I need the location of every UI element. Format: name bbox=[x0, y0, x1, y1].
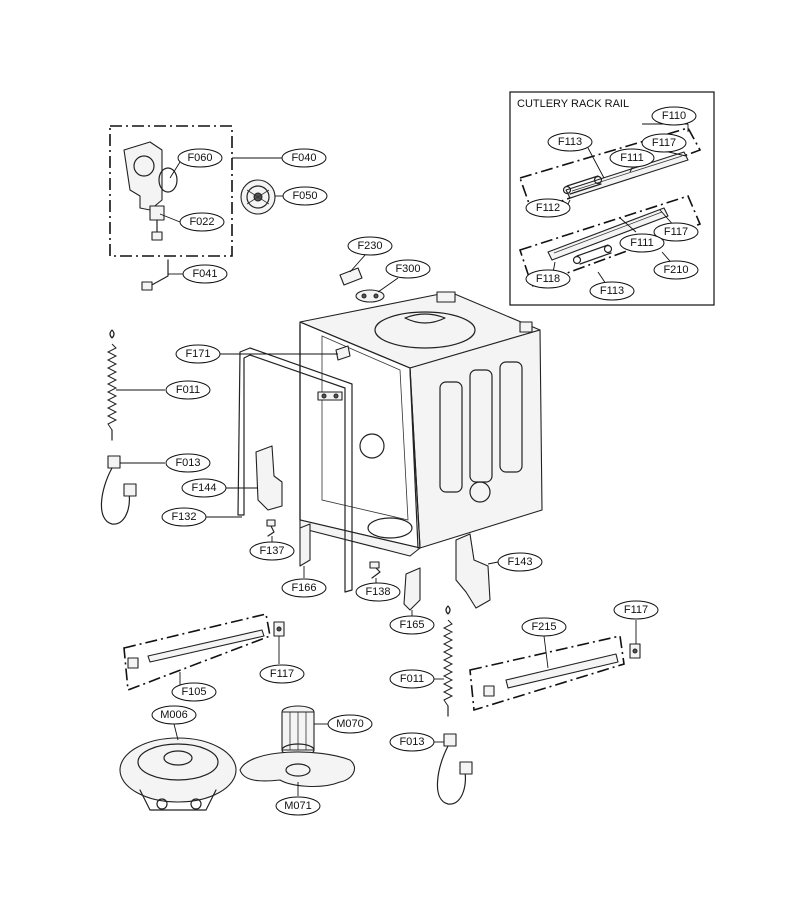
svg-text:M006: M006 bbox=[160, 709, 188, 721]
callout-M006: M006 bbox=[151, 705, 197, 725]
callout-F113-lower: F113 bbox=[589, 281, 635, 301]
callout-F111-upper: F111 bbox=[609, 148, 655, 168]
callout-M070: M070 bbox=[327, 714, 373, 734]
callout-F166: F166 bbox=[281, 578, 327, 598]
top-latch-parts bbox=[339, 267, 385, 303]
callout-F041: F041 bbox=[182, 264, 228, 284]
callout-F022: F022 bbox=[179, 212, 225, 232]
svg-text:F111: F111 bbox=[630, 237, 653, 249]
callout-F215: F215 bbox=[521, 617, 567, 637]
svg-text:F143: F143 bbox=[507, 556, 532, 568]
svg-text:F132: F132 bbox=[171, 511, 196, 523]
vent-cap bbox=[240, 179, 276, 215]
callout-F210: F210 bbox=[653, 260, 699, 280]
svg-text:F011: F011 bbox=[176, 384, 200, 396]
callout-F050: F050 bbox=[282, 186, 328, 206]
svg-text:F215: F215 bbox=[531, 621, 556, 633]
svg-text:F011: F011 bbox=[400, 673, 424, 685]
callout-F011-lower: F011 bbox=[389, 669, 435, 689]
svg-text:F013: F013 bbox=[175, 457, 200, 469]
leader-lines bbox=[116, 123, 689, 796]
callout-F117-inset-lower: F117 bbox=[653, 222, 699, 242]
small-hose bbox=[141, 259, 169, 291]
callout-F040: F040 bbox=[281, 148, 327, 168]
rail-end-clip-left bbox=[273, 621, 285, 637]
callout-F230: F230 bbox=[347, 236, 393, 256]
svg-text:F117: F117 bbox=[664, 226, 688, 238]
lower-hinge-bracket bbox=[299, 523, 311, 567]
callout-F132: F132 bbox=[161, 507, 207, 527]
svg-text:F113: F113 bbox=[558, 136, 582, 148]
svg-text:F113: F113 bbox=[600, 285, 624, 297]
mesh-filter-plate bbox=[239, 751, 355, 788]
hinge-bracket-left bbox=[255, 445, 283, 511]
callout-F143: F143 bbox=[497, 552, 543, 572]
svg-text:F060: F060 bbox=[187, 152, 212, 164]
hinge-bracket-right bbox=[455, 533, 491, 609]
svg-text:F050: F050 bbox=[292, 190, 317, 202]
door-clip bbox=[266, 519, 276, 537]
svg-text:F041: F041 bbox=[192, 268, 217, 280]
callout-F117-right-rail: F117 bbox=[613, 600, 659, 620]
lower-rail-left bbox=[123, 613, 271, 692]
svg-text:M071: M071 bbox=[284, 800, 312, 812]
callout-F105: F105 bbox=[171, 682, 217, 702]
svg-text:F022: F022 bbox=[189, 216, 214, 228]
svg-text:F144: F144 bbox=[191, 482, 216, 494]
svg-text:F210: F210 bbox=[663, 264, 688, 276]
callout-F013-lower: F013 bbox=[389, 732, 435, 752]
tub-clip bbox=[369, 561, 381, 579]
upper-rail-bracket bbox=[317, 345, 351, 401]
svg-text:F013: F013 bbox=[399, 736, 424, 748]
tub-gasket-frame bbox=[237, 347, 353, 593]
svg-text:F117: F117 bbox=[624, 604, 648, 616]
svg-text:F230: F230 bbox=[357, 240, 382, 252]
svg-text:F137: F137 bbox=[259, 545, 284, 557]
callout-F011-upper: F011 bbox=[165, 380, 211, 400]
filter-cylinder bbox=[281, 705, 315, 757]
callout-M071: M071 bbox=[275, 796, 321, 816]
callout-F117-left-rail: F117 bbox=[259, 664, 305, 684]
svg-text:F105: F105 bbox=[181, 686, 206, 698]
callout-F138: F138 bbox=[355, 582, 401, 602]
callout-F171: F171 bbox=[175, 344, 221, 364]
callout-F300: F300 bbox=[385, 259, 431, 279]
svg-text:F300: F300 bbox=[395, 263, 420, 275]
svg-text:F171: F171 bbox=[185, 348, 210, 360]
callout-F111-lower: F111 bbox=[619, 233, 665, 253]
svg-text:F117: F117 bbox=[270, 668, 294, 680]
callout-F118: F118 bbox=[525, 269, 571, 289]
svg-text:F110: F110 bbox=[662, 110, 686, 122]
svg-text:F118: F118 bbox=[536, 273, 560, 285]
callout-F113-upper: F113 bbox=[547, 132, 593, 152]
callout-F165: F165 bbox=[389, 615, 435, 635]
svg-text:F165: F165 bbox=[399, 619, 424, 631]
rinse-aid-group bbox=[109, 125, 233, 257]
drain-bracket bbox=[403, 567, 421, 611]
svg-text:F111: F111 bbox=[620, 152, 643, 164]
callout-F112: F112 bbox=[525, 198, 571, 218]
rail-end-clip-right bbox=[629, 643, 641, 659]
callout-F144: F144 bbox=[181, 478, 227, 498]
sump-assembly bbox=[119, 737, 237, 811]
callout-F117-inset-upper: F117 bbox=[641, 133, 687, 153]
door-spring-right bbox=[442, 605, 454, 717]
lower-rail-right bbox=[469, 635, 625, 712]
svg-text:F040: F040 bbox=[291, 152, 316, 164]
door-cable-right bbox=[436, 733, 473, 805]
callout-F013-upper: F013 bbox=[165, 453, 211, 473]
svg-text:M070: M070 bbox=[336, 718, 364, 730]
door-spring-left bbox=[106, 329, 118, 441]
svg-text:F166: F166 bbox=[291, 582, 316, 594]
callout-F110: F110 bbox=[651, 106, 697, 126]
svg-text:F112: F112 bbox=[536, 202, 560, 214]
door-cable-left bbox=[100, 455, 137, 525]
callout-F137: F137 bbox=[249, 541, 295, 561]
inset-title: CUTLERY RACK RAIL bbox=[517, 98, 629, 110]
dishwasher-tub bbox=[299, 291, 543, 557]
svg-text:F117: F117 bbox=[652, 137, 676, 149]
svg-text:F138: F138 bbox=[365, 586, 390, 598]
callout-F060: F060 bbox=[177, 148, 223, 168]
